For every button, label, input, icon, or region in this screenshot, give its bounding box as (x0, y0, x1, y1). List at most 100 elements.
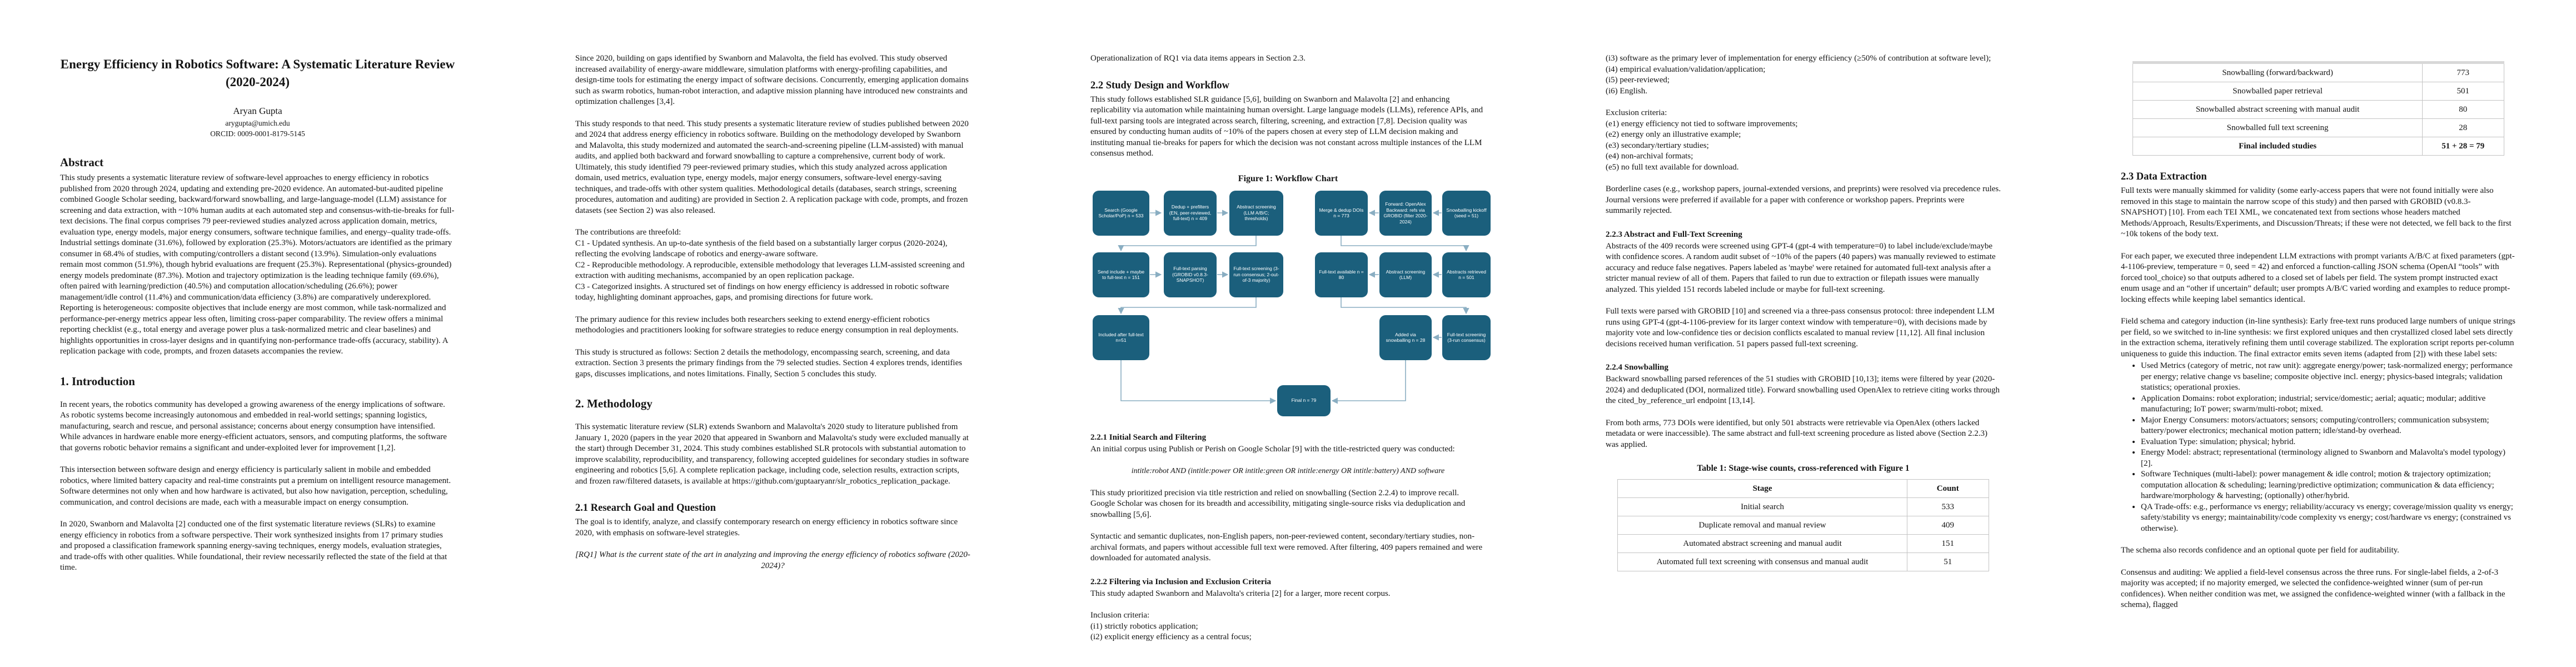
count-cell: 533 (1906, 497, 1989, 516)
stage-cell: Final included studies (2132, 137, 2423, 156)
page-1: Energy Efficiency in Robotics Software: … (0, 0, 515, 667)
paragraph: Syntactic and semantic duplicates, non-E… (1090, 532, 1483, 563)
paragraph: This study adapted Swanborn and Malavolt… (1090, 589, 1391, 598)
exclusion-item-e4: (e4) non-archival formats; (1606, 152, 1693, 161)
exclusion-item-e1: (e1) energy efficiency not tied to softw… (1606, 119, 1798, 128)
fc-box-search: Search (Google Scholar/PoP) n = 533 (1093, 190, 1149, 236)
section-2-3-heading: 2.3 Data Extraction (2121, 171, 2207, 182)
fc-box-send-to-fulltext: Send include + maybe to full-text n = 15… (1093, 252, 1149, 297)
author-name: Aryan Gupta (233, 106, 282, 116)
stage-cell: Snowballed abstract screening with manua… (2132, 100, 2423, 119)
abstract-paragraph: This study presents a systematic literat… (60, 173, 455, 356)
list-item: Used Metrics (category of metric, not ra… (2141, 361, 2516, 394)
section-2-1-heading: 2.1 Research Goal and Question (575, 502, 716, 514)
section-2-2-1-heading: 2.2.1 Initial Search and Filtering (1090, 432, 1207, 442)
page-2: Since 2020, building on gaps identified … (515, 0, 1030, 667)
inclusion-item-i6: (i6) English. (1606, 86, 1647, 96)
abstract-heading: Abstract (60, 156, 104, 169)
table-row: Snowballed paper retrieval 501 (2132, 82, 2504, 101)
list-item: Software Techniques (multi-label): power… (2141, 469, 2516, 502)
fc-box-fulltext-parsing: Full-text parsing (GROBID v0.8.3-SNAPSHO… (1164, 252, 1217, 297)
workflow-flowchart: Search (Google Scholar/PoP) n = 533 Dedu… (1090, 190, 1491, 420)
table-1: Stage Count Initial search 533 Duplicate… (1617, 479, 1989, 571)
search-query: intitle:robot AND (intitle:power OR inti… (1131, 467, 1445, 475)
count-cell: 28 (2421, 118, 2504, 137)
paragraph: Consensus and auditing: We applied a fie… (2121, 568, 2505, 610)
fc-box-fulltext-screening: Full-text screening (3-run consensus; 2-… (1229, 252, 1283, 297)
paragraph: Since 2020, building on gaps identified … (575, 54, 969, 106)
fc-box-added-via-snowballing: Added via snowballing n = 28 (1379, 315, 1432, 360)
paragraph: This systematic literature review (SLR) … (575, 422, 969, 486)
count-cell: 80 (2421, 100, 2504, 119)
table-row: Automated abstract screening and manual … (1617, 534, 1989, 553)
table-row: Automated full text screening with conse… (1617, 552, 1989, 571)
inclusion-item-i4: (i4) empirical evaluation/validation/app… (1606, 64, 1766, 74)
stage-cell: Automated abstract screening and manual … (1617, 534, 1907, 553)
fc-box-fulltext-screening-consensus: Full-text screening (3-run consensus) (1442, 315, 1491, 360)
paragraph: This study responds to that need. This s… (575, 119, 969, 215)
contribution-c1: C1 - Updated synthesis. An up-to-date sy… (575, 238, 948, 259)
introduction-heading: 1. Introduction (60, 374, 135, 388)
stage-cell: Snowballed full text screening (2132, 118, 2423, 137)
contribution-c3: C3 - Categorized insights. A structured … (575, 282, 949, 302)
methodology-heading: 2. Methodology (575, 397, 652, 410)
table-header-count: Count (1906, 479, 1989, 498)
figure-1-caption: Figure 1: Workflow Chart (1238, 173, 1338, 183)
research-question: [RQ1] What is the current state of the a… (575, 550, 970, 570)
fc-box-snowballing-kickoff: Snowballing kickoff (seed = 51) (1442, 190, 1491, 236)
paragraph: Field schema and category induction (in-… (2121, 317, 2515, 359)
stage-cell: Snowballed paper retrieval (2132, 82, 2423, 101)
count-cell: 501 (2421, 82, 2504, 101)
count-cell: 409 (1906, 516, 1989, 535)
stage-cell: Snowballing (forward/backward) (2132, 62, 2423, 82)
inclusion-item-i3: (i3) software as the primary lever of im… (1606, 54, 1991, 63)
paragraph: Backward snowballing parsed references o… (1606, 375, 2000, 405)
contribution-c2: C2 - Reproducible methodology. A reprodu… (575, 260, 965, 281)
count-cell: 51 + 28 = 79 (2421, 137, 2504, 156)
author-orcid: ORCID: 0009-0001-8179-5145 (210, 130, 305, 138)
paper-title: Energy Efficiency in Robotics Software: … (60, 57, 455, 89)
exclusion-item-e5: (e5) no full text available for download… (1606, 162, 1739, 172)
fc-box-abstract-screening: Abstract screening (LLM A/B/C; threshold… (1229, 190, 1283, 236)
section-2-2-2-heading: 2.2.2 Filtering via Inclusion and Exclus… (1090, 577, 1272, 586)
count-cell: 51 (1906, 552, 1989, 571)
inclusion-criteria-label: Inclusion criteria: (1090, 611, 1150, 620)
inclusion-item-i2: (i2) explicit energy efficiency as a cen… (1090, 633, 1252, 641)
count-cell: 773 (2421, 62, 2504, 82)
inclusion-item-i5: (i5) peer-reviewed; (1606, 76, 1670, 84)
paragraph: An initial corpus using Publish or Peris… (1090, 444, 1455, 454)
paragraph: In 2020, Swanborn and Malavolta [2] cond… (60, 520, 447, 572)
paragraph: Full texts were manually skimmed for val… (2121, 186, 2512, 238)
list-item: Application Domains: robot exploration; … (2141, 394, 2516, 415)
contributions-intro: The contributions are threefold: (575, 228, 681, 237)
fc-box-fulltext-available: Full-text available n = 80 (1315, 252, 1368, 297)
page-5: Snowballing (forward/backward) 773 Snowb… (2061, 0, 2576, 667)
paragraph: Full texts were parsed with GROBID [10] … (1606, 307, 1995, 349)
flowchart-arrows (1118, 209, 1469, 404)
table-header-stage: Stage (1617, 479, 1907, 498)
paragraph: Borderline cases (e.g., workshop papers,… (1606, 185, 2001, 215)
paragraph: The schema also records confidence and a… (2121, 546, 2399, 555)
table-header-row: Stage Count (1617, 479, 1989, 498)
fc-box-dedup-prefilters: Dedup + prefilters (EN, peer-reviewed, f… (1164, 190, 1217, 236)
fc-box-final: Final n = 79 (1277, 385, 1331, 416)
fc-box-abstracts-retrieved: Abstracts retrieved n = 501 (1442, 252, 1491, 297)
inclusion-item-i1: (i1) strictly robotics application; (1090, 621, 1198, 631)
paragraph: The goal is to identify, analyze, and cl… (575, 517, 958, 537)
paragraph: Abstracts of the 409 records were screen… (1606, 241, 1996, 294)
list-item: Evaluation Type: simulation; physical; h… (2141, 437, 2516, 448)
table-row: Duplicate removal and manual review 409 (1617, 516, 1989, 535)
stage-cell: Automated full text screening with conse… (1617, 552, 1907, 571)
paragraph: This study prioritized precision via tit… (1090, 488, 1466, 519)
paragraph: In recent years, the robotics community … (60, 400, 447, 452)
paragraph: This intersection between software desig… (60, 465, 451, 507)
page-3: Operationalization of RQ1 via data items… (1030, 0, 1546, 667)
fc-box-abstract-screening-llm: Abstract screening (LLM) (1379, 252, 1432, 297)
table-1-caption: Table 1: Stage-wise counts, cross-refere… (1697, 464, 1910, 473)
fc-box-forward-backward: Forward: OpenAlex Backward: refs via GRO… (1379, 190, 1432, 236)
section-2-2-heading: 2.2 Study Design and Workflow (1090, 79, 1229, 91)
paragraph: Operationalization of RQ1 via data items… (1090, 54, 1306, 63)
table-1-continued: Snowballing (forward/backward) 773 Snowb… (2132, 61, 2504, 156)
paragraph: From both arms, 773 DOIs were identified… (1606, 418, 1987, 449)
